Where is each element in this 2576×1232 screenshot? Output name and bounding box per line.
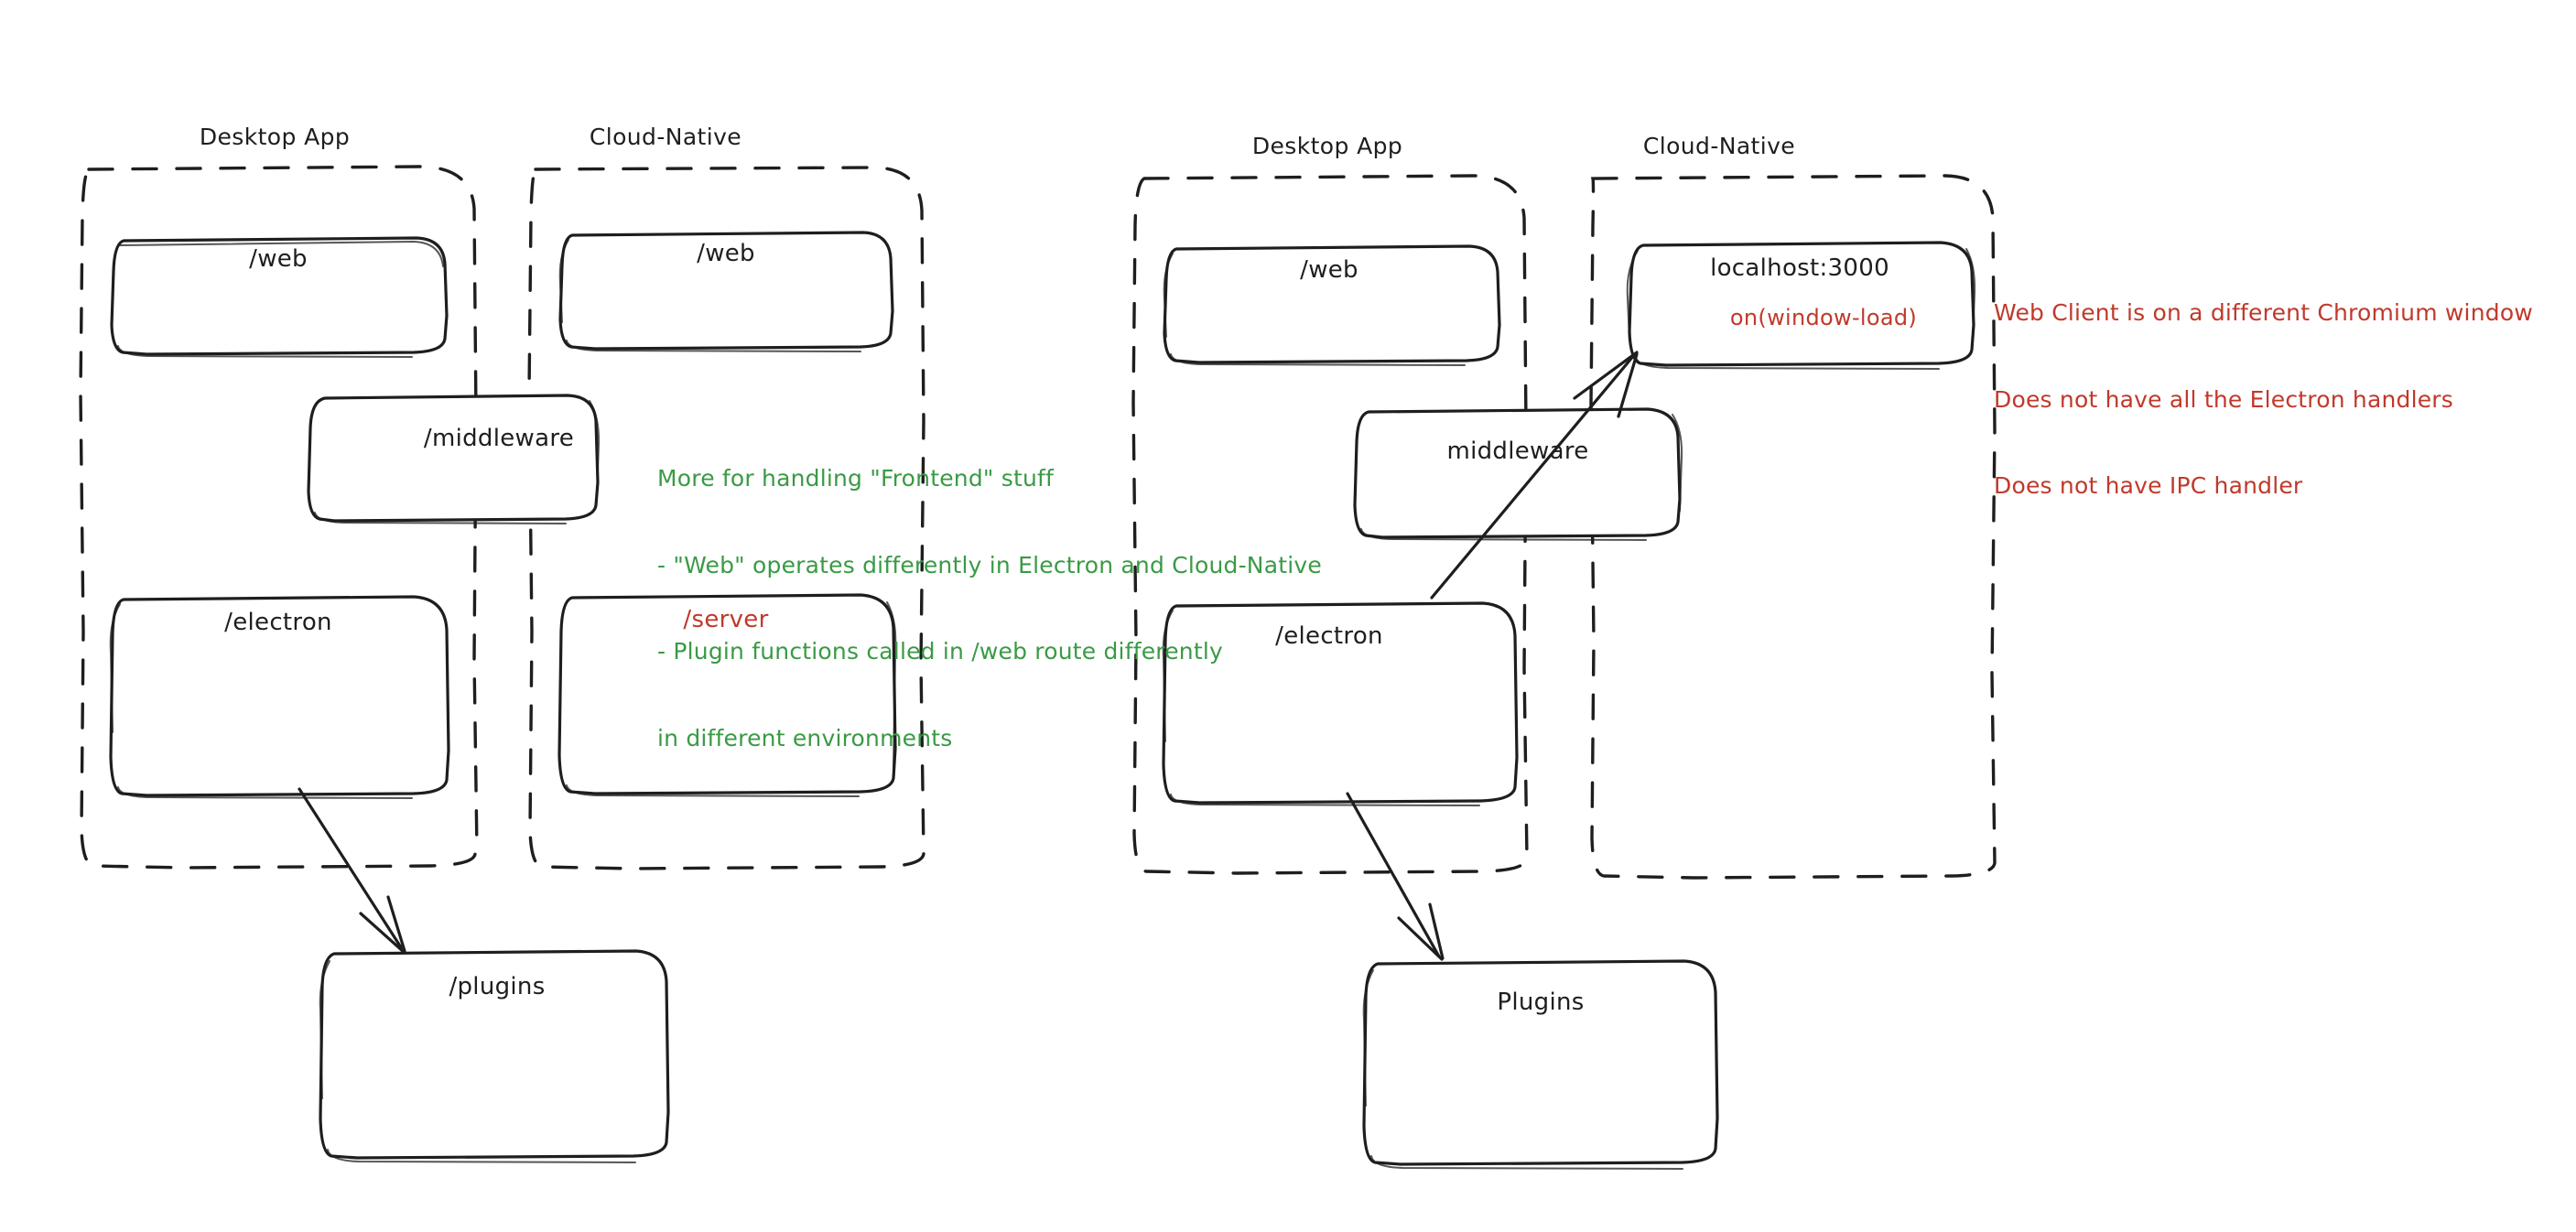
red-annotation-line-3: Does not have IPC handler: [1994, 472, 2303, 499]
left-group-label-cloud: Cloud-Native: [589, 124, 742, 150]
left-node-label-server: /server: [683, 606, 769, 633]
left-node-label-electron: /electron: [224, 609, 332, 636]
left-node-label-middleware: /middleware: [423, 425, 575, 452]
right-node-label-electron: /electron: [1275, 622, 1383, 650]
red-annotation-line-2: Does not have all the Electron handlers: [1994, 385, 2454, 413]
right-node-sublabel-on-window-load: on(window-load): [1729, 305, 1918, 330]
right-node-label-localhost: localhost:3000: [1710, 254, 1889, 282]
right-node-label-plugins: Plugins: [1497, 989, 1585, 1016]
left-node-label-web-desktop: /web: [249, 245, 308, 273]
right-middleware-shape: [1353, 407, 1683, 541]
arrow-left-electron-to-plugins: [298, 787, 406, 954]
red-annotation: Web Client is on a different Chromium wi…: [1994, 241, 2533, 558]
green-annotation: More for handling "Frontend" stuff - "We…: [657, 406, 1322, 810]
right-group-label-cloud: Cloud-Native: [1642, 133, 1796, 159]
arrow-right-electron-to-localhost: [1430, 351, 1639, 600]
arrow-right-electron-to-plugins: [1346, 792, 1445, 961]
left-node-label-plugins: /plugins: [449, 973, 546, 1000]
left-group-label-desktop: Desktop App: [199, 124, 351, 150]
left-node-label-web-cloud: /web: [697, 240, 755, 267]
right-node-label-web: /web: [1300, 256, 1358, 284]
green-annotation-line-4: in different environments: [657, 724, 953, 751]
green-annotation-line-1: More for handling "Frontend" stuff: [657, 465, 1055, 492]
left-middleware-shape: [307, 394, 601, 524]
green-annotation-line-3: - Plugin functions called in /web route …: [657, 638, 1223, 665]
red-annotation-line-1: Web Client is on a different Chromium wi…: [1994, 299, 2533, 326]
green-annotation-line-2: - "Web" operates differently in Electron…: [657, 551, 1322, 578]
right-group-label-desktop: Desktop App: [1251, 133, 1403, 159]
right-node-label-middleware: middleware: [1446, 438, 1589, 465]
